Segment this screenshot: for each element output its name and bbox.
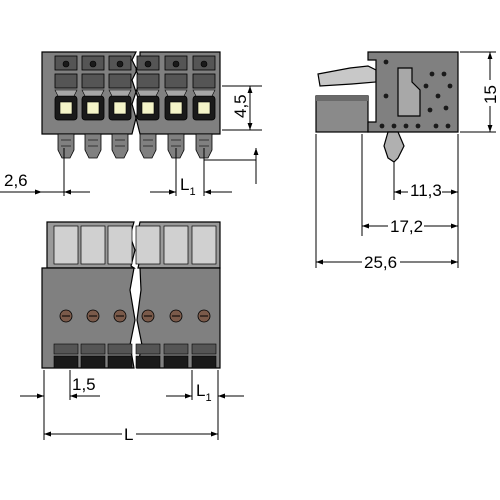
dimension-label-pitch-top: L1	[180, 175, 196, 198]
dimension-pitch-offset: 2,6	[0, 148, 90, 196]
side-view-dot-11	[391, 123, 397, 129]
dimension-side-depth-1: 11,3	[393, 134, 459, 268]
front-cell-lip-1	[54, 89, 78, 97]
front-cell-lip-3	[108, 89, 132, 97]
side-view-dot-13	[415, 123, 421, 129]
side-view-dot-10	[379, 123, 385, 129]
dimension-pitch-bottom: L1	[166, 370, 244, 440]
dimension-label-pin-width: 1,5	[72, 375, 96, 394]
side-view-dot-6	[435, 93, 441, 99]
side-view-dot-1	[383, 59, 389, 65]
side-view	[315, 51, 459, 163]
front-cell-mid-1	[54, 73, 78, 89]
dimension-label-pitch-bottom: L1	[196, 381, 212, 404]
bottom-cell-rib-3	[107, 343, 133, 355]
bottom-cell-foot-6	[191, 355, 217, 369]
dimension-label-side-depth-2: 17,2	[390, 217, 423, 236]
dimension-label-side-depth-3: 25,6	[364, 253, 397, 272]
side-view-dot-5	[383, 93, 389, 99]
front-cell-lip-4	[136, 89, 160, 97]
dimension-label-side-depth-1: 11,3	[410, 181, 442, 200]
side-view-dot-3	[441, 71, 447, 77]
bottom-view	[41, 221, 221, 369]
side-view-dot-2	[429, 71, 435, 77]
bottom-cell-rib-2	[80, 343, 106, 355]
dimension-side-depth-3: 25,6	[315, 134, 458, 272]
dimension-height-opening: 4,5	[222, 85, 262, 131]
front-cell-light-1	[59, 101, 73, 115]
bottom-cell-rib-1	[53, 343, 79, 355]
side-view-dot-14	[433, 123, 439, 129]
dimension-label-height-opening: 4,5	[231, 94, 250, 118]
bottom-cell-rib-4	[135, 343, 161, 355]
front-view	[41, 51, 221, 159]
bottom-cell-latch-5	[163, 225, 189, 265]
dimension-side-depth-2: 17,2	[361, 134, 458, 236]
bottom-cell-rib-6	[191, 343, 217, 355]
front-cell-mid-5	[164, 73, 188, 89]
bottom-cell-latch-1	[53, 225, 79, 265]
bottom-cell-foot-2	[80, 355, 106, 369]
front-cell-light-3	[113, 101, 127, 115]
dimension-overall-length: L	[44, 422, 218, 444]
front-cell-mid-3	[108, 73, 132, 89]
bottom-cell-latch-4	[135, 225, 161, 265]
dimension-label-overall-length: L	[124, 425, 133, 444]
bottom-cell-foot-3	[107, 355, 133, 369]
bottom-cell-latch-2	[80, 225, 106, 265]
front-cell-light-4	[141, 101, 155, 115]
dimension-pitch-top: L1	[150, 148, 259, 198]
side-view-base-bar	[315, 95, 369, 133]
side-view-dot-12	[403, 123, 409, 129]
side-view-dot-8	[427, 107, 433, 113]
front-cell-mid-6	[192, 73, 216, 89]
dimension-label-pitch-offset: 2,6	[4, 171, 28, 190]
side-view-dot-7	[447, 83, 453, 89]
front-cell-hole-5	[172, 60, 180, 68]
dimension-side-height: 15	[460, 51, 500, 133]
bottom-cell-rib-5	[163, 343, 189, 355]
bottom-cell-foot-4	[135, 355, 161, 369]
front-cell-mid-4	[136, 73, 160, 89]
front-cell-light-2	[86, 101, 100, 115]
side-view-dot-4	[423, 83, 429, 89]
bottom-cell-foot-1	[53, 355, 79, 369]
side-view-pin	[383, 131, 405, 163]
front-cell-light-5	[169, 101, 183, 115]
front-cell-hole-1	[62, 60, 70, 68]
front-cell-mid-2	[81, 73, 105, 89]
dimension-label-side-height: 15	[481, 85, 500, 104]
front-cell-lip-5	[164, 89, 188, 97]
side-view-dot-15	[445, 123, 451, 129]
side-view-dot-9	[443, 105, 449, 111]
front-cell-lip-2	[81, 89, 105, 97]
bottom-cell-latch-3	[107, 225, 133, 265]
side-view-latch	[317, 65, 377, 87]
front-cell-hole-3	[116, 60, 124, 68]
front-cell-hole-2	[89, 60, 97, 68]
front-cell-hole-4	[144, 60, 152, 68]
bottom-cell-latch-6	[191, 225, 217, 265]
bottom-cell-foot-5	[163, 355, 189, 369]
side-view-slot	[397, 67, 421, 117]
front-cell-hole-6	[200, 60, 208, 68]
front-cell-lip-6	[192, 89, 216, 97]
front-cell-light-6	[197, 101, 211, 115]
dimension-pin-width: 1,5	[20, 370, 100, 440]
